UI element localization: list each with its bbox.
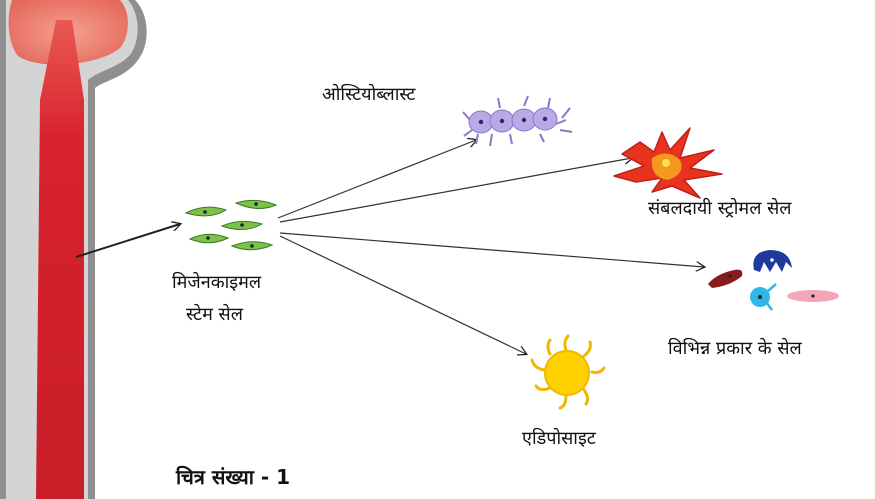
stem-cell xyxy=(236,200,276,208)
mesenchymal-label-line2: स्टेम सेल xyxy=(186,304,243,326)
arrow-to-stromal xyxy=(280,158,632,222)
stem-cell xyxy=(186,207,226,216)
stem-cell xyxy=(232,242,272,250)
adipocyte-cell xyxy=(532,336,604,408)
bone-illustration xyxy=(0,0,147,499)
stem-cell xyxy=(222,221,262,229)
mesenchymal-stem-cells xyxy=(186,200,276,249)
marrow-cavity xyxy=(36,20,84,499)
adipocyte-label: एडिपोसाइट xyxy=(522,428,596,450)
stromal-cell xyxy=(614,128,722,198)
various-cells xyxy=(708,250,839,310)
mesenchymal-label-line1: मिजेनकाइमल xyxy=(172,272,261,294)
osteoblast-label: ओस्टियोब्लास्ट xyxy=(322,84,415,106)
arrow-to-various xyxy=(280,233,704,267)
arrow-to-osteoblast xyxy=(278,140,476,218)
cyan-cell xyxy=(750,284,776,310)
arrow-to-adipocyte xyxy=(280,236,526,354)
maroon-cell xyxy=(708,270,742,288)
stromal-cell-label: संबलदायी स्ट्रोमल सेल xyxy=(648,198,792,220)
various-cells-label: विभिन्न प्रकार के सेल xyxy=(668,338,802,360)
osteoblast-cells xyxy=(463,96,572,146)
figure-caption: चित्र संख्या - 1 xyxy=(176,466,290,488)
stem-cell xyxy=(190,234,228,243)
